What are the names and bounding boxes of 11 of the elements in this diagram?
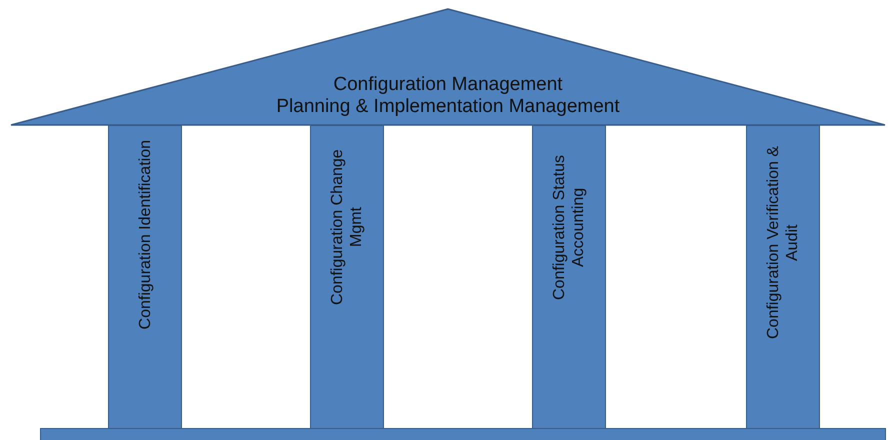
- pillar-label: Configuration Change Mgmt: [328, 148, 366, 308]
- pillar-label: Configuration Status Accounting: [550, 154, 588, 302]
- pillar-column: [310, 125, 384, 429]
- pillar-label: Configuration Verification & Audit: [764, 145, 802, 341]
- pillar-label: Configuration Identification: [136, 140, 154, 330]
- pillar-column: [746, 125, 820, 429]
- pillar-column: [532, 125, 606, 429]
- pillar-column: [108, 125, 182, 429]
- roof-heading: Configuration Management: [332, 74, 564, 96]
- base-bar: [40, 428, 886, 440]
- roof-subheading: Planning & Implementation Management: [275, 96, 621, 118]
